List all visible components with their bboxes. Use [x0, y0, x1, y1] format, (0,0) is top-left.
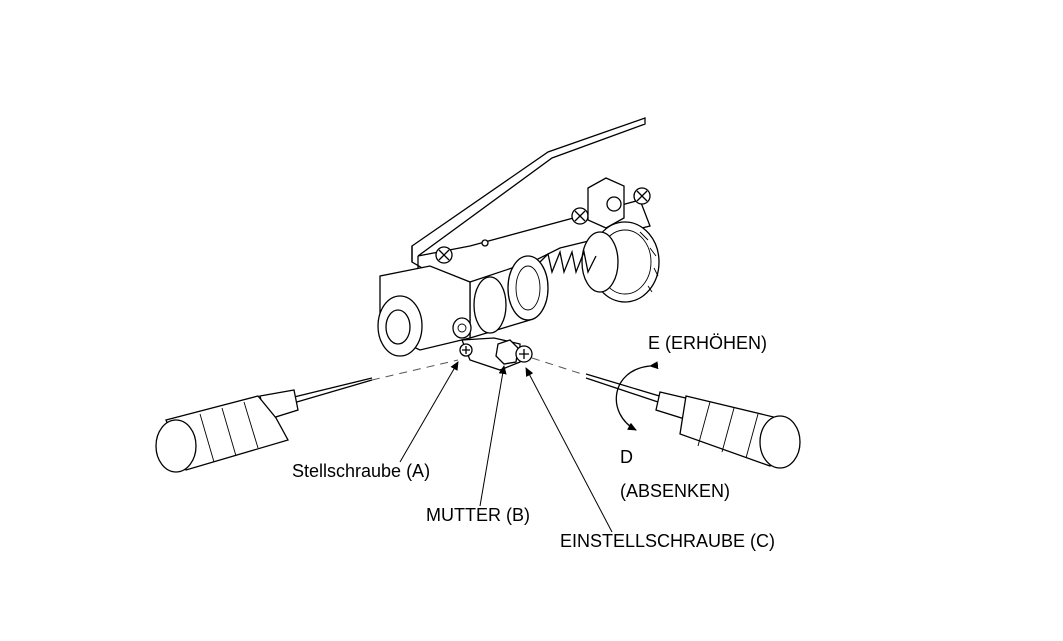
rotation-arrow [615, 361, 659, 431]
screwdriver-right [585, 373, 801, 469]
top-block [587, 177, 651, 229]
label-lower-d-word: (ABSENKEN) [620, 481, 731, 501]
screwdriver-left [155, 377, 373, 473]
plate-screw-right [571, 207, 589, 225]
shaft-assembly [377, 255, 549, 357]
gear [581, 221, 660, 303]
label-setting-screw-c: EINSTELLSCHRAUBE (C) [560, 531, 776, 551]
leader-nut-b [479, 365, 507, 507]
alignment-line-left [371, 359, 459, 381]
label-raise-e: E (ERHÖHEN) [648, 333, 768, 353]
alignment-line-right [531, 357, 583, 375]
nut-b [495, 339, 519, 365]
plate-screw-left [435, 246, 453, 264]
label-nut-b: MUTTER (B) [426, 505, 530, 525]
label-lower-d-letter: D [620, 447, 633, 467]
label-adjust-screw-a: Stellschraube (A) [292, 461, 431, 481]
leader-screw-a [399, 361, 459, 463]
spring [539, 249, 597, 275]
leader-screw-c [525, 367, 613, 533]
screw-c [515, 345, 533, 363]
screw-a [459, 343, 473, 357]
